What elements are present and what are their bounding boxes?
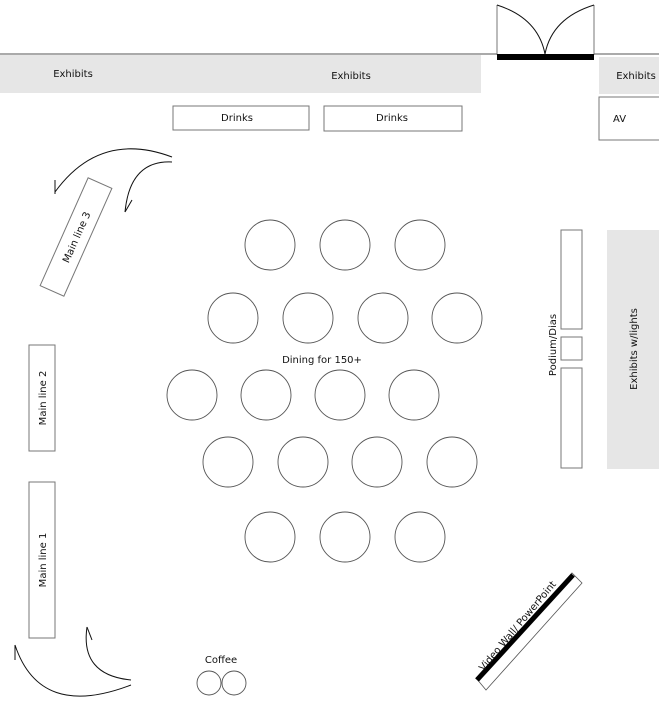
podium-section: [560, 229, 583, 330]
dining-table: [388, 369, 440, 421]
dining-table: [282, 292, 334, 344]
podium-section: [560, 336, 583, 361]
dining-table: [357, 292, 409, 344]
main-line-1: [28, 481, 56, 639]
dining-table: [277, 436, 329, 488]
main-line-2: [28, 344, 56, 452]
exhibits-right-area: [599, 57, 659, 94]
dining-table: [394, 219, 446, 271]
main-line-2-label: Main line 2: [38, 371, 49, 426]
dining-table: [394, 511, 446, 563]
av-area: [598, 96, 659, 141]
exhibits-lights-area: [607, 230, 659, 469]
dining-table: [244, 511, 296, 563]
exhibits-right-label: Exhibits: [616, 71, 656, 82]
dining-table: [314, 369, 366, 421]
drinks-label-2: Drinks: [376, 113, 408, 124]
dining-table: [202, 436, 254, 488]
double-door: [496, 4, 595, 60]
exhibits-center-label: Exhibits: [331, 71, 371, 82]
main-line-3: Main line 3: [39, 177, 113, 297]
dining-table: [240, 369, 292, 421]
flow-arrows-top: [54, 148, 173, 213]
dining-table: [319, 511, 371, 563]
exhibits-lights-label: Exhibits w/lights: [629, 308, 640, 390]
dining-table: [431, 292, 483, 344]
dining-table: [207, 292, 259, 344]
dining-table: [244, 219, 296, 271]
flow-arrows-bottom: [14, 626, 132, 697]
video-wall: Video Wall/ PowerPoint: [475, 572, 583, 691]
dining-table: [319, 219, 371, 271]
coffee-table: [221, 670, 247, 696]
dining-label: Dining for 150+: [282, 355, 362, 366]
video-wall-label: Video Wall/ PowerPoint: [477, 579, 559, 673]
dining-tables: [166, 219, 483, 563]
dining-table: [426, 436, 478, 488]
av-label: AV: [613, 114, 626, 125]
exhibits-area: [0, 55, 481, 93]
exhibits-left-label: Exhibits: [53, 69, 93, 80]
coffee-table: [196, 670, 222, 696]
dining-table: [166, 369, 218, 421]
drinks-station-2: [323, 105, 463, 132]
drinks-label-1: Drinks: [221, 113, 253, 124]
drinks-station-1: [172, 105, 310, 131]
podium-label: Podium/Dias: [548, 314, 559, 376]
coffee-label: Coffee: [205, 655, 237, 666]
podium-section: [560, 367, 583, 469]
dining-table: [351, 436, 403, 488]
main-line-1-label: Main line 1: [38, 533, 49, 588]
